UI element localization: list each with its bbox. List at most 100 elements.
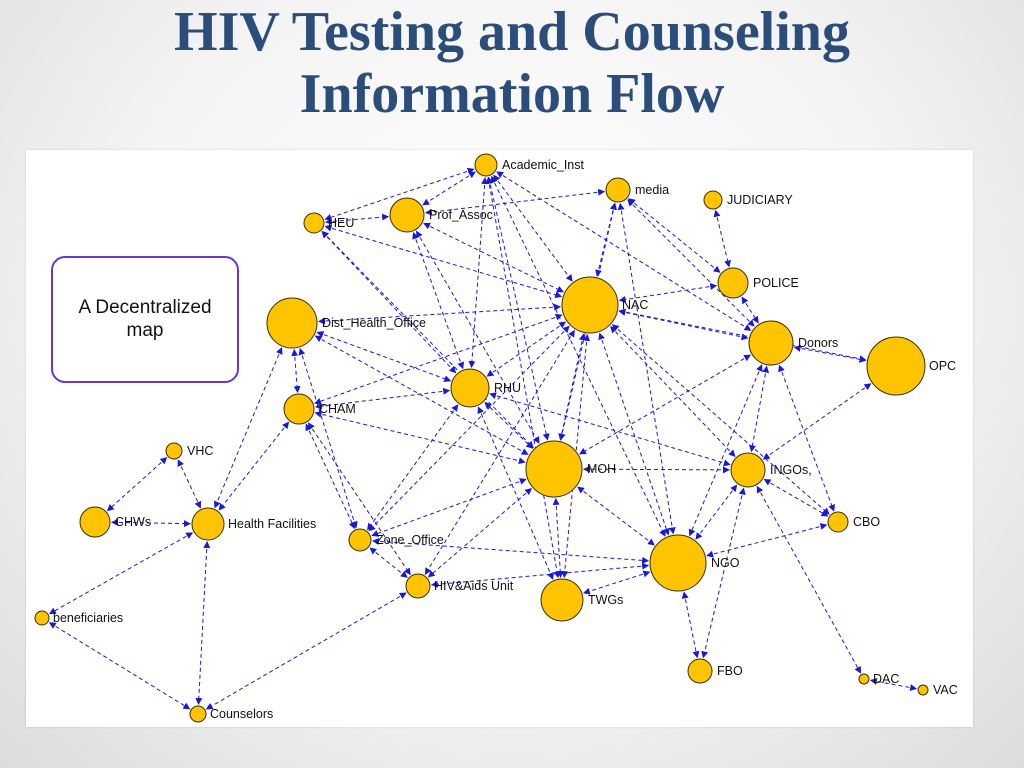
node-label-academic: Academic_Inst [502, 158, 585, 172]
edge-donors-opc [793, 344, 867, 363]
slide-title: HIV Testing and Counseling Information F… [0, 1, 1024, 125]
node-circle-cham [283, 393, 315, 425]
node-vhc: VHC [165, 442, 213, 460]
edge-hiv-couns [205, 592, 407, 710]
edge-police-nac [618, 283, 718, 303]
edge-media-nac [595, 202, 617, 277]
edge-prof-nac [423, 222, 564, 293]
edge-judiciary-police [713, 209, 732, 268]
node-chws: CHWs [79, 506, 151, 538]
node-circle-media [605, 177, 631, 203]
node-couns: Counselors [189, 705, 273, 723]
node-label-rhu: RHU [494, 381, 521, 395]
node-judiciary: JUDICIARY [703, 190, 793, 210]
node-hf: Health Facilities [191, 507, 316, 541]
edge-chws-hf [111, 518, 191, 528]
edge-ngo-twgs [582, 570, 651, 595]
node-label-hf: Health Facilities [228, 517, 316, 531]
edge-zone-ngo [372, 537, 650, 564]
edge-ngo-hiv [430, 562, 650, 588]
node-circle-moh [525, 440, 583, 498]
edge-cham-hiv [307, 422, 411, 576]
node-twgs: TWGs [540, 578, 623, 622]
node-circle-prof [389, 197, 425, 233]
node-cbo: CBO [827, 511, 880, 533]
callout-text: A Decentralized map [78, 296, 212, 341]
edge-layer [48, 167, 918, 710]
node-cham: CHAM [283, 393, 356, 425]
node-label-dac: DAC [873, 672, 899, 686]
decentralized-map-callout: A Decentralized map [51, 256, 239, 383]
node-circle-opc [866, 336, 926, 396]
edge-vhc-hf [177, 459, 202, 509]
node-circle-hf [191, 507, 225, 541]
edge-rhu-zone [367, 404, 459, 531]
node-vac: VAC [917, 683, 958, 697]
node-label-nac: NAC [622, 298, 648, 312]
edge-media-ngo [617, 202, 676, 535]
node-label-fbo: FBO [717, 664, 743, 678]
node-label-prof: Prof_Assoc [429, 208, 493, 222]
node-opc: OPC [866, 336, 956, 396]
node-circle-dho [266, 297, 318, 349]
edge-heu-nac [324, 224, 563, 299]
edge-nac-ngo [598, 332, 670, 536]
edge-ngo-fbo [681, 591, 700, 659]
node-police: POLICE [717, 267, 799, 299]
edge-cham-zone [305, 423, 356, 530]
edge-prof-moh [415, 230, 540, 444]
node-label-cham: CHAM [319, 402, 356, 416]
edge-donors-moh [579, 354, 752, 455]
node-label-zone: Zone_Office [376, 533, 444, 547]
edge-academic-prof [422, 171, 476, 206]
node-heu: HEU [303, 212, 354, 234]
edge-benef-couns [48, 622, 191, 710]
edge-donors-cbo [778, 364, 835, 512]
node-label-heu: HEU [328, 216, 354, 230]
node-circle-heu [303, 212, 325, 234]
edge-moh-hiv [427, 487, 533, 578]
node-circle-vac [917, 684, 929, 696]
edge-zone-hiv [369, 547, 408, 578]
node-label-vhc: VHC [187, 444, 213, 458]
slide-title-line-2: Information Flow [299, 62, 725, 125]
edge-ingos-fbo [701, 487, 746, 659]
node-label-moh: MOH [587, 462, 616, 476]
node-circle-fbo [687, 658, 713, 684]
edge-nac-rhu [486, 321, 567, 377]
edge-nac-ingos [610, 325, 736, 458]
node-fbo: FBO [687, 658, 743, 684]
node-label-chws: CHWs [115, 515, 151, 529]
edge-media-donors [627, 199, 755, 327]
edge-cham-moh [314, 410, 526, 465]
edge-moh-twgs [552, 497, 564, 578]
node-ngo: NGO [649, 534, 740, 592]
slide-title-line-1: HIV Testing and Counseling [174, 1, 850, 63]
edge-dho-rhu [316, 331, 452, 383]
node-label-media: media [635, 183, 669, 197]
node-rhu: RHU [450, 368, 521, 408]
edge-police-donors [741, 296, 759, 324]
edge-rhu-moh [484, 401, 534, 449]
edge-dho-zone [298, 347, 358, 529]
edge-ingos-cbo [763, 478, 829, 517]
node-circle-ngo [649, 534, 707, 592]
node-circle-donors [748, 320, 794, 366]
edge-dho-moh [314, 335, 529, 455]
edge-ngo-cbo [706, 523, 828, 558]
edge-moh-ingos [583, 465, 730, 474]
node-dho: Dist_Health_Office [266, 297, 426, 349]
edge-nac-moh [558, 333, 586, 441]
node-label-benef: beneficiaries [53, 611, 123, 625]
node-label-donors: Donors [798, 336, 838, 350]
edge-nac-zone [368, 325, 570, 532]
edge-prof-rhu [412, 231, 465, 370]
node-circle-judiciary [703, 190, 723, 210]
node-label-police: POLICE [753, 276, 799, 290]
node-label-opc: OPC [929, 359, 956, 373]
node-circle-police [717, 267, 749, 299]
node-label-couns: Counselors [210, 707, 273, 721]
edge-cham-hf [218, 421, 290, 511]
